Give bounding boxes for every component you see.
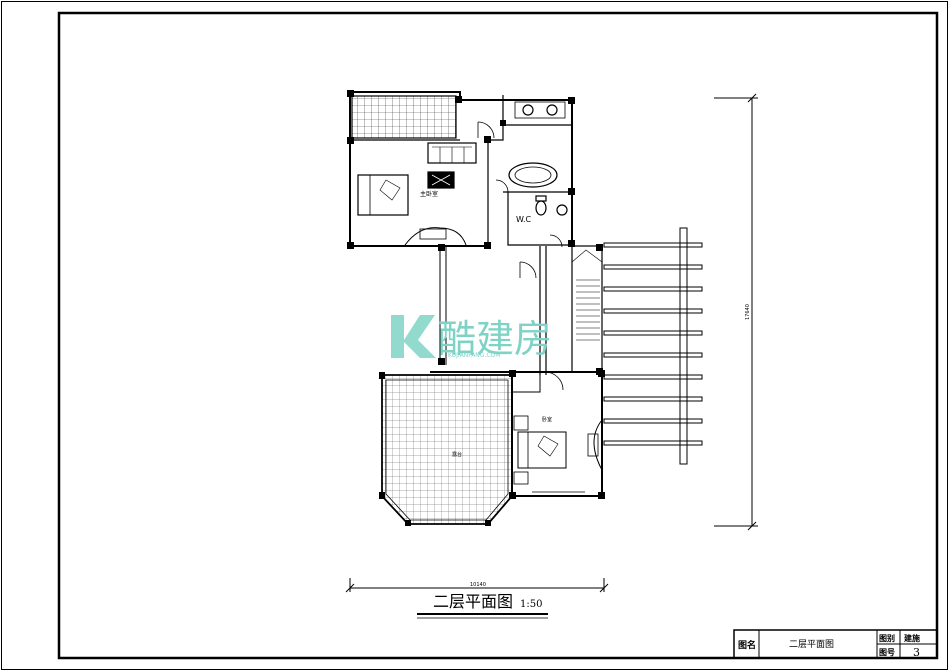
columns-upper xyxy=(347,90,575,249)
room-label-bedroom: 卧室 xyxy=(542,416,552,423)
title-block-number-value: 3 xyxy=(913,646,920,659)
dimension-width: 10140 xyxy=(470,582,486,588)
terrace-outline xyxy=(381,374,513,525)
plan-title: 二层平面图 xyxy=(433,592,513,611)
master-bed xyxy=(357,174,409,216)
plan-scale: 1:50 xyxy=(520,599,542,610)
title-block-category-value: 建施 xyxy=(903,633,920,643)
title-block-number-label: 图号 xyxy=(879,648,895,657)
watermark-brand: 酷建房 xyxy=(438,317,552,361)
room-label-wc: W.C xyxy=(516,215,532,224)
title-block-name-label: 图名 xyxy=(738,639,756,651)
watermark: 酷建房 KUJIANFANG.COM xyxy=(391,315,552,361)
staircase xyxy=(571,245,603,373)
drawing-frame xyxy=(57,11,939,660)
master-balcony xyxy=(351,95,457,139)
room-label-master-bedroom: 主卧室 xyxy=(420,190,438,198)
title-block-name-value: 二层平面图 xyxy=(789,639,834,650)
watermark-url: KUJIANFANG.COM xyxy=(448,352,500,359)
dimension-vertical xyxy=(714,93,758,531)
lower-wing xyxy=(381,371,603,525)
room-label-terrace: 露台 xyxy=(452,451,462,458)
dimension-height: 17640 xyxy=(745,304,751,320)
upper-wing xyxy=(349,91,573,248)
dimension-horizontal xyxy=(345,578,609,593)
title-block-category-label: 图别 xyxy=(879,634,895,643)
pergola xyxy=(603,227,703,465)
title-block xyxy=(733,629,938,659)
